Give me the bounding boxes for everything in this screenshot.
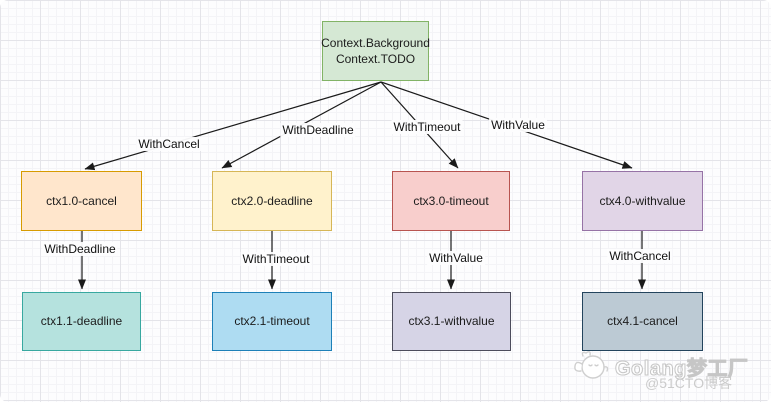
node-ctx1-0-cancel: ctx1.0-cancel xyxy=(21,171,142,231)
edge-label-withtimeout-mid: WithTimeout xyxy=(240,252,312,266)
edge-label-withcancel-mid: WithCancel xyxy=(607,249,673,263)
edge-label-withvalue-mid: WithValue xyxy=(427,251,485,265)
edge-withcancel-top xyxy=(84,81,382,171)
edge-label-withvalue-top: WithValue xyxy=(489,118,547,132)
mascot-icon xyxy=(574,351,609,379)
edge-label-withdeadline-top: WithDeadline xyxy=(280,123,356,137)
node-context-background-todo: Context.Background Context.TODO xyxy=(321,21,430,81)
node-ctx3-0-timeout: ctx3.0-timeout xyxy=(392,171,510,231)
node-ctx1-1-deadline: ctx1.1-deadline xyxy=(22,292,141,351)
edge-label-withcancel-top: WithCancel xyxy=(136,137,202,151)
edge-label-withtimeout-top: WithTimeout xyxy=(391,120,463,134)
edge-label-withdeadline-mid: WithDeadline xyxy=(42,242,118,256)
node-ctx2-0-deadline: ctx2.0-deadline xyxy=(212,171,332,231)
node-ctx2-1-timeout: ctx2.1-timeout xyxy=(212,292,332,351)
watermark-credit-text: @51CTO博客 xyxy=(645,375,733,391)
watermark: Golang梦工厂 @51CTO博客 xyxy=(573,350,763,394)
node-ctx3-1-withvalue: ctx3.1-withvalue xyxy=(392,292,511,351)
watermark-brand-text: Golang梦工厂 xyxy=(614,358,749,381)
node-ctx4-1-cancel: ctx4.1-cancel xyxy=(582,292,703,351)
node-ctx4-0-withvalue: ctx4.0-withvalue xyxy=(582,171,703,231)
